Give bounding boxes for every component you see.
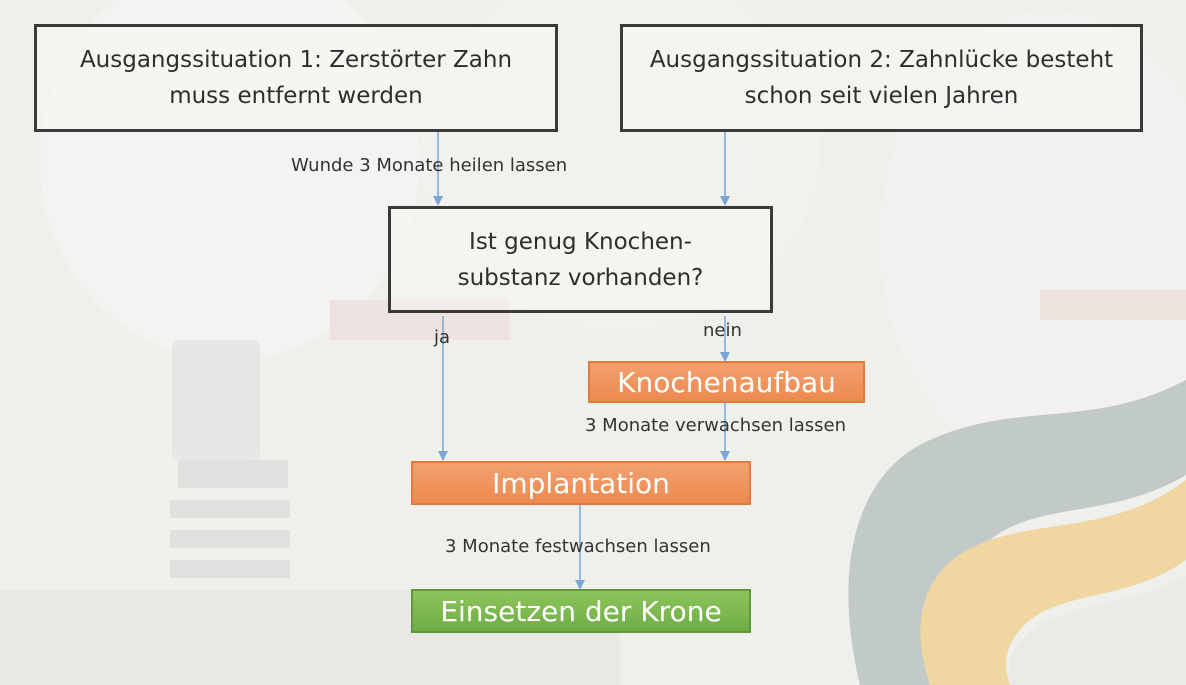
fix-label: 3 Monate festwachsen lassen xyxy=(445,536,711,557)
bone-build-text: Knochenaufbau xyxy=(617,365,836,399)
crown-box: Einsetzen der Krone xyxy=(411,589,751,633)
implant-text: Implantation xyxy=(492,466,670,500)
question-text: Ist genug Knochen- substanz vorhanden? xyxy=(457,228,704,291)
bone-build-box: Knochenaufbau xyxy=(588,361,865,403)
start-situation-1-text: Ausgangssituation 1: Zerstörter Zahn mus… xyxy=(79,47,513,109)
question-box: Ist genug Knochen- substanz vorhanden? xyxy=(388,206,773,313)
grow-label: 3 Monate verwachsen lassen xyxy=(585,415,847,436)
implant-box: Implantation xyxy=(411,461,751,505)
start-situation-2-box: Ausgangssituation 2: Zahnlücke besteht s… xyxy=(620,24,1143,132)
yes-label: ja xyxy=(434,327,451,348)
start-situation-1-box: Ausgangssituation 1: Zerstörter Zahn mus… xyxy=(34,24,558,132)
heal-label: Wunde 3 Monate heilen lassen xyxy=(291,155,568,176)
start-situation-2-text: Ausgangssituation 2: Zahnlücke besteht s… xyxy=(649,47,1114,109)
no-label: nein xyxy=(703,320,742,341)
crown-text: Einsetzen der Krone xyxy=(440,594,722,628)
